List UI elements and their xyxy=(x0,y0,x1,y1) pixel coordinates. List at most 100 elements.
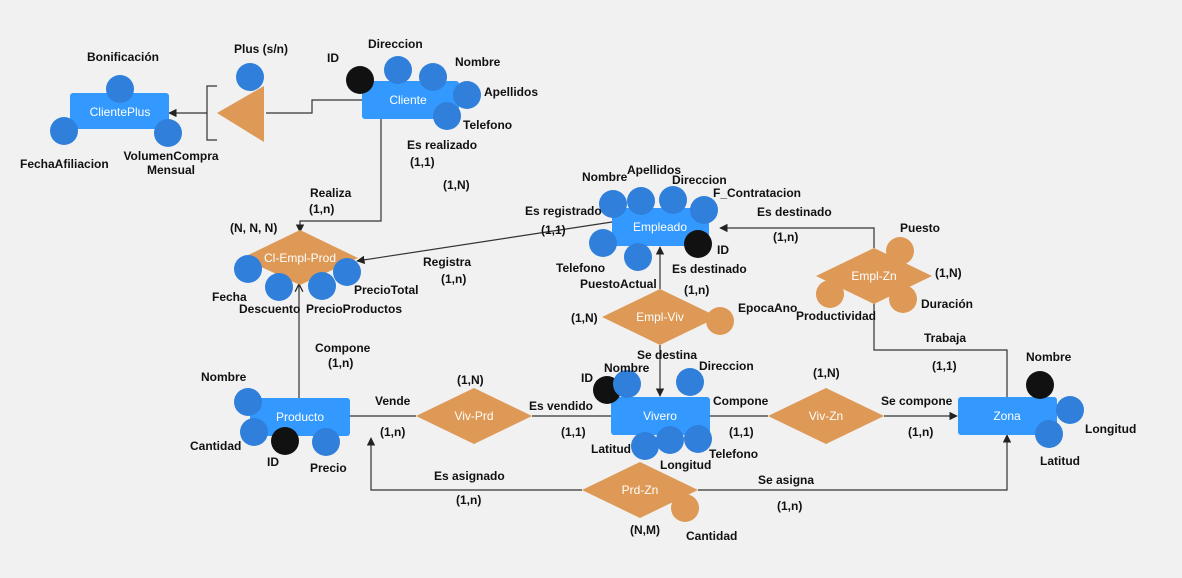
attr-cliente-direccion[interactable] xyxy=(384,56,412,84)
attr-prod-precio[interactable] xyxy=(312,428,340,456)
attr-viv-nombre[interactable] xyxy=(613,370,641,398)
attr-fecha-afiliacion[interactable] xyxy=(50,117,78,145)
attr-prod-cantidad[interactable] xyxy=(240,418,268,446)
label-precio-total: PrecioTotal xyxy=(354,283,418,297)
relationship-cl-empl-prod-label: Cl-Empl-Prod xyxy=(264,251,336,265)
edge-label-card-1N-d: (1,N) xyxy=(457,373,484,387)
label-cliente-nombre: Nombre xyxy=(455,55,501,69)
relationship-viv-zn[interactable]: Viv-Zn xyxy=(768,388,884,444)
label-fecha: Fecha xyxy=(212,290,247,304)
attr-volumen-compra[interactable] xyxy=(154,119,182,147)
label-empl-id: ID xyxy=(717,243,729,257)
edge-label-se-asigna: Se asigna xyxy=(758,473,814,487)
attr-epoca-ano[interactable] xyxy=(706,307,734,335)
attr-cliente-apellidos[interactable] xyxy=(453,81,481,109)
label-duracion: Duración xyxy=(921,297,973,311)
entity-empleado-label: Empleado xyxy=(633,220,687,234)
edge-label-es-vendido: Es vendido xyxy=(529,399,593,413)
attr-duracion[interactable] xyxy=(889,285,917,313)
attr-prod-id[interactable] xyxy=(271,427,299,455)
attr-viv-longitud[interactable] xyxy=(656,426,684,454)
edge-label-card-1n-b: (1,n) xyxy=(441,272,466,286)
attr-empl-direccion[interactable] xyxy=(659,186,687,214)
label-prod-id: ID xyxy=(267,455,279,469)
entity-zona-label: Zona xyxy=(993,409,1021,423)
label-cliente-direccion: Direccion xyxy=(368,37,423,51)
entity-empleado[interactable]: Empleado xyxy=(612,208,709,246)
edge-label-nnn: (N, N, N) xyxy=(230,221,277,235)
edge-emplzn-zona xyxy=(873,290,1008,398)
attr-empl-apellidos[interactable] xyxy=(627,187,655,215)
entity-zona[interactable]: Zona xyxy=(958,397,1057,435)
isa-triangle[interactable] xyxy=(217,86,264,142)
edge-label-card-1n-a: (1,n) xyxy=(309,202,334,216)
attr-cliente-id[interactable] xyxy=(346,66,374,94)
edge-label-card-11-a: (1,1) xyxy=(410,155,435,169)
edge-label-card-1N-b: (1,N) xyxy=(935,266,962,280)
attr-cliente-telefono[interactable] xyxy=(433,102,461,130)
attr-precio-total[interactable] xyxy=(333,258,361,286)
attr-empl-id[interactable] xyxy=(684,230,712,258)
edge-label-es-destinado-1: Es destinado xyxy=(757,205,832,219)
edge-label-card-1n-h: (1,n) xyxy=(456,493,481,507)
attr-puesto[interactable] xyxy=(886,237,914,265)
attr-precio-productos[interactable] xyxy=(308,272,336,300)
label-empl-apellidos: Apellidos xyxy=(627,163,681,177)
relationship-empl-viv-label: Empl-Viv xyxy=(636,310,684,324)
attr-empl-fcontratacion[interactable] xyxy=(690,196,718,224)
attr-fecha[interactable] xyxy=(234,255,262,283)
edge-label-card-1n-g: (1,n) xyxy=(908,425,933,439)
entity-clienteplus[interactable]: ClientePlus xyxy=(70,93,169,129)
edge-label-registra: Registra xyxy=(423,255,471,269)
relationship-prd-zn[interactable]: Prd-Zn xyxy=(582,462,698,518)
edge-label-card-1N-a: (1,N) xyxy=(443,178,470,192)
label-cliente-id: ID xyxy=(327,51,339,65)
label-zona-longitud: Longitud xyxy=(1085,422,1136,436)
edge-label-card-NM: (N,M) xyxy=(630,523,660,537)
edge-label-card-1n-e: (1,n) xyxy=(328,356,353,370)
label-precio-productos: PrecioProductos xyxy=(306,302,402,316)
label-empl-puesto-actual: PuestoActual xyxy=(580,277,657,291)
attr-viv-telefono[interactable] xyxy=(684,425,712,453)
attr-prod-nombre[interactable] xyxy=(234,388,262,416)
attr-viv-direccion[interactable] xyxy=(676,368,704,396)
label-viv-id: ID xyxy=(581,371,593,385)
entity-vivero[interactable]: Vivero xyxy=(611,397,710,435)
relationship-empl-viv[interactable]: Empl-Viv xyxy=(602,289,718,345)
attr-plus-sn[interactable] xyxy=(236,63,264,91)
edge-label-compone-2: Compone xyxy=(713,394,769,408)
relationship-viv-prd[interactable]: Viv-Prd xyxy=(416,388,532,444)
edge-label-es-registrado: Es registrado xyxy=(525,204,602,218)
attr-viv-latitud[interactable] xyxy=(631,432,659,460)
edge-label-se-destina: Se destina xyxy=(637,348,697,362)
attr-cliente-nombre[interactable] xyxy=(419,63,447,91)
label-empl-nombre: Nombre xyxy=(582,170,628,184)
edge-label-es-asignado: Es asignado xyxy=(434,469,505,483)
attr-bonificacion[interactable] xyxy=(106,75,134,103)
edge-label-es-realizado: Es realizado xyxy=(407,138,477,152)
attr-empl-nombre[interactable] xyxy=(599,190,627,218)
edge-label-card-11-b: (1,1) xyxy=(541,223,566,237)
attr-descuento[interactable] xyxy=(265,273,293,301)
edge-label-vende: Vende xyxy=(375,394,411,408)
label-cliente-apellidos: Apellidos xyxy=(484,85,538,99)
label-viv-telefono: Telefono xyxy=(709,447,758,461)
entity-producto-label: Producto xyxy=(276,410,324,424)
edge-label-es-destinado-2: Es destinado xyxy=(672,262,747,276)
attr-productividad[interactable] xyxy=(816,280,844,308)
label-prdzn-cantidad: Cantidad xyxy=(686,529,737,543)
attr-empl-telefono[interactable] xyxy=(589,229,617,257)
edge-label-card-1N-e: (1,N) xyxy=(813,366,840,380)
attr-prdzn-cantidad[interactable] xyxy=(671,494,699,522)
entity-clienteplus-label: ClientePlus xyxy=(90,105,151,119)
attr-zona-nombre[interactable] xyxy=(1026,371,1054,399)
entity-cliente-label: Cliente xyxy=(389,93,427,107)
attr-zona-latitud[interactable] xyxy=(1035,420,1063,448)
attr-empl-puesto-actual[interactable] xyxy=(624,243,652,271)
entity-producto[interactable]: Producto xyxy=(250,398,350,436)
attr-zona-longitud[interactable] xyxy=(1056,396,1084,424)
label-productividad: Productividad xyxy=(796,309,876,323)
relationship-cl-empl-prod[interactable]: Cl-Empl-Prod xyxy=(242,230,358,285)
label-viv-nombre: Nombre xyxy=(604,361,650,375)
